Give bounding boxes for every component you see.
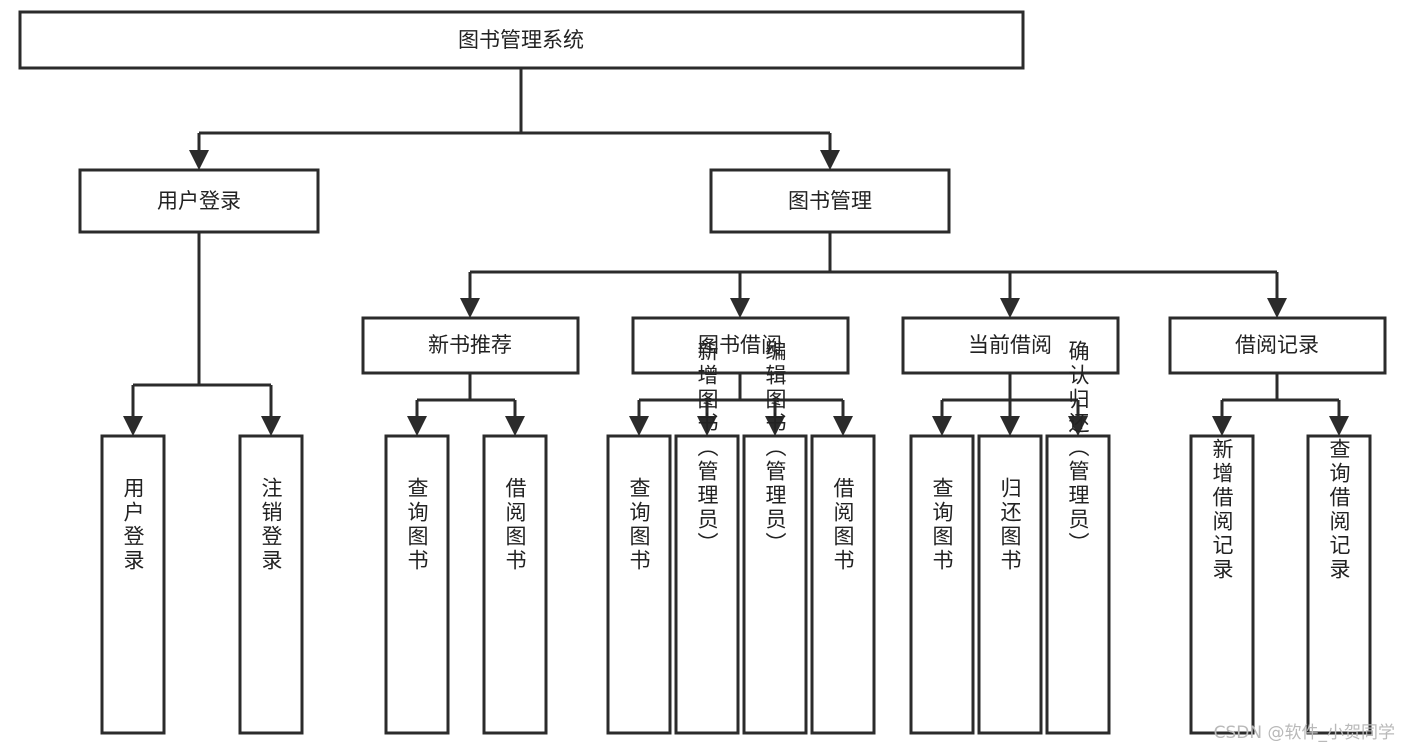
leaf-user-login-box[interactable] xyxy=(100,434,166,735)
leaf-book-add-admin-label: 新增图书（管理员） xyxy=(695,340,719,556)
arrow-head-new-book-recommend xyxy=(460,298,480,318)
leaf-book-add-admin-box[interactable] xyxy=(674,434,740,735)
leaf-current-confirm-return-admin-box[interactable] xyxy=(1045,434,1111,735)
leaf-new-book-borrow[interactable]: 借阅图书 xyxy=(482,434,548,735)
leaf-user-login[interactable]: 用户登录 xyxy=(100,434,166,735)
node-book-borrow-box[interactable] xyxy=(631,316,850,375)
leaf-current-query[interactable]: 查询图书 xyxy=(909,434,975,735)
arrow-head-leaf-br-query xyxy=(1329,416,1349,436)
leaf-new-book-query-label: 查询图书 xyxy=(405,477,429,573)
arrow-head-leaf-cb-return xyxy=(1000,416,1020,436)
leaf-logout-box[interactable] xyxy=(238,434,304,735)
leaf-current-confirm-return-admin[interactable]: 确认归还（管理员） xyxy=(1045,340,1111,735)
leaf-record-add-box[interactable] xyxy=(1189,434,1255,735)
node-root-book-management-system[interactable]: 图书管理系统 xyxy=(18,10,1025,70)
node-user-login-label: 用户登录 xyxy=(157,189,241,213)
arrow-head-book-borrow xyxy=(730,298,750,318)
leaf-new-book-borrow-box[interactable] xyxy=(482,434,548,735)
leaf-book-borrow-query[interactable]: 查询图书 xyxy=(606,434,672,735)
connector-layer xyxy=(123,68,1349,436)
arrow-head-leaf-bb-add xyxy=(697,416,717,436)
leaf-book-borrow-action[interactable]: 借阅图书 xyxy=(810,434,876,735)
arrow-head-leaf-bb-query xyxy=(629,416,649,436)
leaf-book-borrow-action-box[interactable] xyxy=(810,434,876,735)
csdn-watermark: CSDN @软件_小贺同学 xyxy=(1213,723,1395,743)
leaf-current-query-box[interactable] xyxy=(909,434,975,735)
leaf-book-add-admin[interactable]: 新增图书（管理员） xyxy=(674,340,740,735)
leaf-book-borrow-query-box[interactable] xyxy=(606,434,672,735)
arrow-head-leaf-nb-query xyxy=(407,416,427,436)
leaf-new-book-query-box[interactable] xyxy=(384,434,450,735)
leaf-record-add[interactable]: 新增借阅记录 xyxy=(1189,434,1255,735)
node-root-box[interactable] xyxy=(18,10,1025,70)
leaf-user-login-label: 用户登录 xyxy=(121,477,145,573)
node-root-label: 图书管理系统 xyxy=(458,28,584,52)
arrow-head-current-borrow xyxy=(1000,298,1020,318)
arrow-head-borrow-record xyxy=(1267,298,1287,318)
node-current-borrow-label: 当前借阅 xyxy=(968,333,1052,357)
arrow-head-leaf-user-login xyxy=(123,416,143,436)
leaf-new-book-query[interactable]: 查询图书 xyxy=(384,434,450,735)
leaf-record-add-label: 新增借阅记录 xyxy=(1210,438,1234,582)
leaf-current-return-label: 归还图书 xyxy=(998,477,1022,573)
leaf-record-query-box[interactable] xyxy=(1306,434,1372,735)
leaf-logout-label: 注销登录 xyxy=(259,477,283,573)
leaf-new-book-borrow-label: 借阅图书 xyxy=(503,477,527,573)
leaf-record-query-label: 查询借阅记录 xyxy=(1327,438,1351,582)
arrow-head-leaf-br-add xyxy=(1212,416,1232,436)
arrow-head-leaf-cb-query xyxy=(932,416,952,436)
leaf-book-edit-admin-box[interactable] xyxy=(742,434,808,735)
leaf-record-query[interactable]: 查询借阅记录 xyxy=(1306,434,1372,735)
node-book-management[interactable]: 图书管理 xyxy=(709,168,951,234)
node-user-login[interactable]: 用户登录 xyxy=(78,168,320,234)
leaf-book-borrow-action-label: 借阅图书 xyxy=(831,477,855,573)
node-new-book-recommend-box[interactable] xyxy=(361,316,580,375)
node-current-borrow[interactable]: 当前借阅 xyxy=(901,316,1120,375)
node-current-borrow-box[interactable] xyxy=(901,316,1120,375)
node-new-book-recommend[interactable]: 新书推荐 xyxy=(361,316,580,375)
node-borrow-record-box[interactable] xyxy=(1168,316,1387,375)
arrow-head-leaf-bb-edit xyxy=(765,416,785,436)
arrow-head-user-login xyxy=(189,150,209,170)
node-book-management-label: 图书管理 xyxy=(788,189,872,213)
leaf-current-query-label: 查询图书 xyxy=(930,477,954,573)
arrow-head-book-mgmt xyxy=(820,150,840,170)
arrow-head-leaf-logout xyxy=(261,416,281,436)
arrow-head-leaf-nb-borrow xyxy=(505,416,525,436)
leaf-logout[interactable]: 注销登录 xyxy=(238,434,304,735)
node-borrow-record[interactable]: 借阅记录 xyxy=(1168,316,1387,375)
node-book-borrow-label: 图书借阅 xyxy=(698,333,782,357)
leaf-book-edit-admin-label: 编辑图书（管理员） xyxy=(763,340,787,556)
node-book-management-box[interactable] xyxy=(709,168,951,234)
arrow-head-leaf-cb-confirm xyxy=(1068,416,1088,436)
node-borrow-record-label: 借阅记录 xyxy=(1235,333,1319,357)
node-book-borrow[interactable]: 图书借阅 xyxy=(631,316,850,375)
leaf-current-confirm-return-admin-label: 确认归还（管理员） xyxy=(1066,340,1090,556)
leaf-current-return[interactable]: 归还图书 xyxy=(977,434,1043,735)
leaf-current-return-box[interactable] xyxy=(977,434,1043,735)
leaf-book-borrow-query-label: 查询图书 xyxy=(627,477,651,573)
node-new-book-recommend-label: 新书推荐 xyxy=(428,333,512,357)
node-user-login-box[interactable] xyxy=(78,168,320,234)
arrow-head-leaf-bb-borrow xyxy=(833,416,853,436)
leaf-book-edit-admin[interactable]: 编辑图书（管理员） xyxy=(742,340,808,735)
